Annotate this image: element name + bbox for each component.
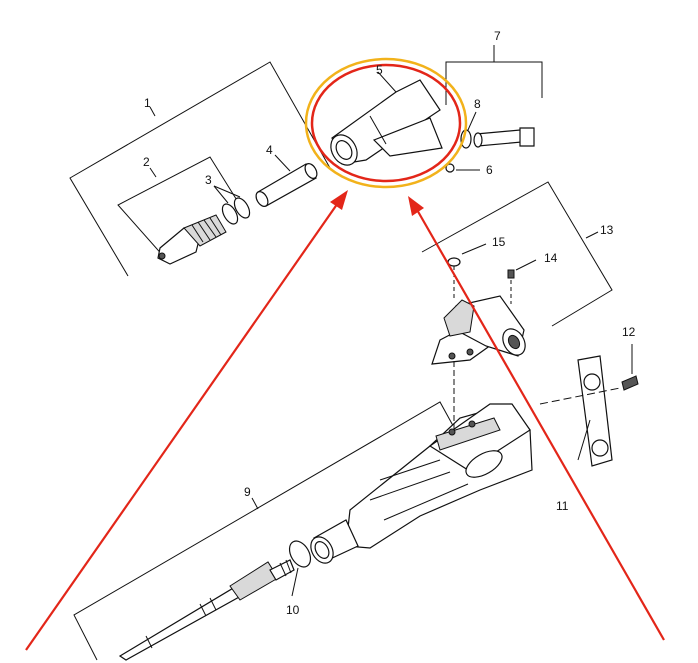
callout-13: 13	[600, 223, 614, 237]
bracket-13	[421, 181, 613, 327]
ring-part	[288, 540, 312, 597]
callout-2: 2	[143, 155, 150, 169]
electrode-rod-part	[118, 559, 295, 661]
bracket-2	[117, 156, 249, 259]
callout-15: 15	[492, 235, 506, 249]
body-part	[330, 71, 443, 166]
bracket-9	[73, 401, 463, 661]
tube-part	[255, 154, 318, 207]
callout-9: 9	[244, 485, 251, 499]
o-rings-part	[213, 185, 251, 225]
callout-8: 8	[474, 97, 481, 111]
callout-4: 4	[266, 143, 273, 157]
callout-6: 6	[486, 163, 493, 177]
arrow-left	[25, 190, 348, 651]
callout-1: 1	[144, 96, 151, 110]
bracket-plate-part	[539, 344, 639, 467]
bracket-1	[69, 61, 331, 277]
handle-part	[310, 360, 533, 564]
bracket-7	[445, 45, 543, 105]
callout-10: 10	[286, 603, 300, 617]
callout-7: 7	[494, 29, 501, 43]
highlight-inner-ellipse	[310, 63, 462, 183]
callout-12: 12	[622, 325, 636, 339]
highlight-outer-ellipse	[304, 57, 468, 189]
fitting-part	[445, 111, 535, 173]
callout-3: 3	[205, 173, 212, 187]
nozzle-tip-part	[157, 214, 227, 265]
mount-clamp-part	[431, 243, 537, 365]
arrow-right	[408, 196, 665, 641]
highlight-annotation	[304, 57, 468, 189]
callout-14: 14	[544, 251, 558, 265]
callout-11: 11	[556, 499, 569, 513]
callout-5: 5	[376, 63, 383, 77]
